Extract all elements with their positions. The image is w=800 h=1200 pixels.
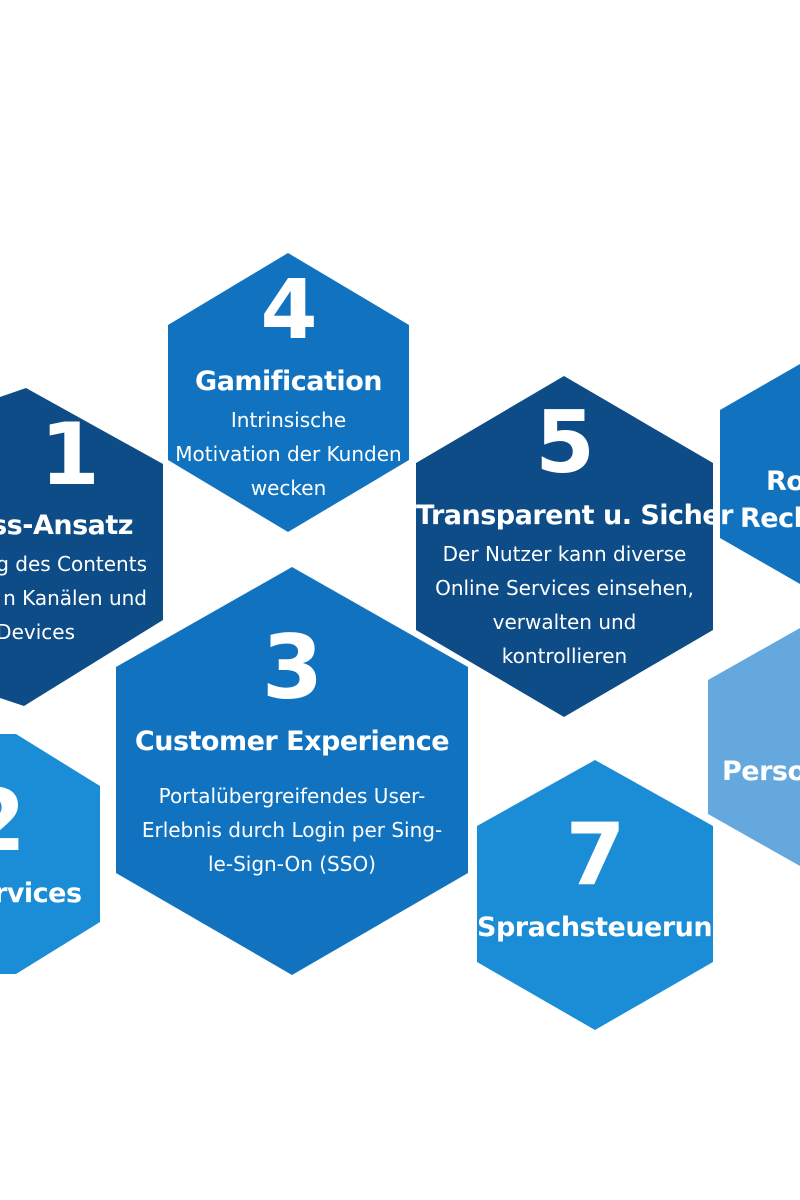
hexagon-4-shape (168, 253, 409, 532)
hexagon-1-title: ess-Ansatz (0, 510, 134, 541)
hexagon-6-title-line: Rech (740, 503, 800, 535)
hexagon-4-content: 4 Gamification Intrinsische Motivation d… (168, 270, 409, 505)
hexagon-5-description-line: Online Services einsehen, (435, 576, 694, 601)
hexagon-4-description: Intrinsische Motivation der Kunden wecke… (168, 403, 409, 505)
hexagon-5-content: 5 Transparent u. Sicher Der Nutzer kann … (416, 393, 733, 673)
hexagon-1-description-line: Devices (0, 620, 75, 645)
hexagon-7-content: 7 Sprachsteuerung (477, 805, 731, 943)
hexagon-7-number: 7 (565, 805, 626, 905)
hexagon-5-number: 5 (535, 393, 595, 493)
hexagon-3-shape (116, 567, 468, 975)
hexagon-1-description-line: n Kanälen und (3, 586, 147, 611)
hexagon-3-description-line: le-Sign-On (SSO) (208, 852, 376, 877)
hexagon-1-number: 1 (40, 412, 100, 505)
hexagon-4-number: 4 (260, 263, 317, 358)
hexagon-3-content: 3 Customer Experience Portalübergreifend… (116, 624, 468, 881)
hexagon-8-title: Person (722, 756, 800, 787)
hexagon-1-description-line: ng des Contents (0, 552, 147, 577)
hexagon-2-content: 2 rvices (0, 778, 100, 909)
hexagon-4-description-line: Motivation der Kunden (175, 442, 402, 467)
hexagon-4-title: Gamification (195, 366, 382, 397)
hexagon-5-title: Transparent u. Sicher (416, 500, 733, 531)
hexagon-2-shape (0, 734, 100, 974)
hexagon-2-number: 2 (0, 778, 100, 864)
hexagon-7-title: Sprachsteuerung (477, 912, 731, 943)
hexagon-6-title-line: Ro (766, 466, 800, 497)
hexagon-1-description: ng des Contents n Kanälen und Devices (0, 547, 163, 649)
hexagon-2-title: rvices (0, 878, 82, 909)
hexagon-3-number: 3 (261, 616, 323, 719)
hexagon-5-description-line: Der Nutzer kann diverse (442, 542, 687, 567)
hexagon-1-shape (0, 388, 163, 706)
hexagon-8-content: Person (722, 756, 800, 787)
hexagon-3-description: Portalübergreifendes User- Erlebnis durc… (116, 779, 468, 881)
hexagon-4-description-line: Intrinsische (230, 408, 347, 433)
hexagon-3-description-line: Erlebnis durch Login per Sing- (141, 818, 443, 843)
hexagon-7-shape (477, 760, 713, 1030)
hexagon-6-content: Ro Rech (740, 466, 800, 534)
hexagon-4-description-line: wecken (250, 476, 327, 501)
hexagon-5-description: Der Nutzer kann diverse Online Services … (416, 537, 713, 673)
hexagon-1-content: 1 ess-Ansatz ng des Contents n Kanälen u… (0, 412, 163, 649)
hexagon-5-description-line: verwalten und (492, 610, 637, 635)
hexagon-5-shape (416, 376, 713, 717)
hexagon-8-shape (708, 628, 800, 866)
hexagon-3-description-line: Portalübergreifendes User- (158, 784, 426, 809)
hexagon-5-description-line: kontrollieren (501, 644, 628, 669)
hexagon-3-title: Customer Experience (134, 726, 450, 757)
hexagon-6-shape (720, 364, 800, 584)
